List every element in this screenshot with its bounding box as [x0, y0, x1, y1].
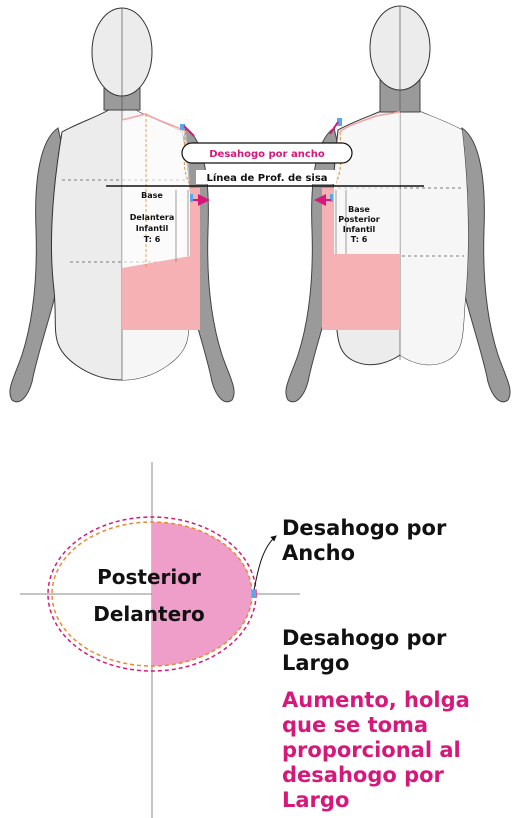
back-mannequin: [285, 5, 511, 403]
back-label-line-4: T: 6: [351, 235, 368, 244]
ease-width-callout-text: Desahogo por ancho: [209, 149, 325, 160]
front-label-line-3: Infantil: [136, 224, 169, 233]
front-label-line-4: T: 6: [144, 235, 161, 244]
note-text-line-2: que se toma: [282, 713, 429, 737]
back-label-line-3: Infantil: [343, 225, 376, 234]
ease-width-text: Desahogo por Ancho: [282, 516, 446, 566]
front-mannequin: [9, 7, 235, 403]
note-text-line-4: desahogo por: [282, 763, 444, 787]
note-text-line-1: Aumento, holga: [282, 688, 470, 712]
ellipse-diagram: [20, 462, 300, 818]
back-label-line-2: Posterior: [338, 215, 380, 224]
front-pattern-fill: [122, 188, 200, 330]
front-label-line-1: Base: [141, 191, 163, 200]
armhole-depth-callout-text: Línea de Prof. de sisa: [206, 172, 327, 184]
ease-length-text: Desahogo por Largo: [282, 626, 446, 676]
front-label-line-2: Delantera: [130, 213, 175, 222]
note-text-line-5: Largo: [282, 788, 350, 812]
note-text-line-3: proporcional al: [282, 738, 461, 762]
back-label-line-1: Base: [348, 205, 370, 214]
ease-length-text-line-1: Desahogo por: [282, 626, 447, 650]
ease-width-text-line-2: Ancho: [282, 541, 356, 565]
ease-width-text-line-1: Desahogo por: [282, 516, 447, 540]
ellipse-pink-half: [152, 522, 252, 666]
ellipse-lower-label: Delantero: [93, 602, 204, 626]
note-text: Aumento, holga que se toma proporcional …: [282, 688, 470, 813]
ease-width-callout-box: [181, 142, 353, 164]
ellipse-upper-label: Posterior: [97, 565, 201, 589]
ease-length-text-line-2: Largo: [282, 651, 350, 675]
back-pattern-fill: [322, 188, 400, 330]
